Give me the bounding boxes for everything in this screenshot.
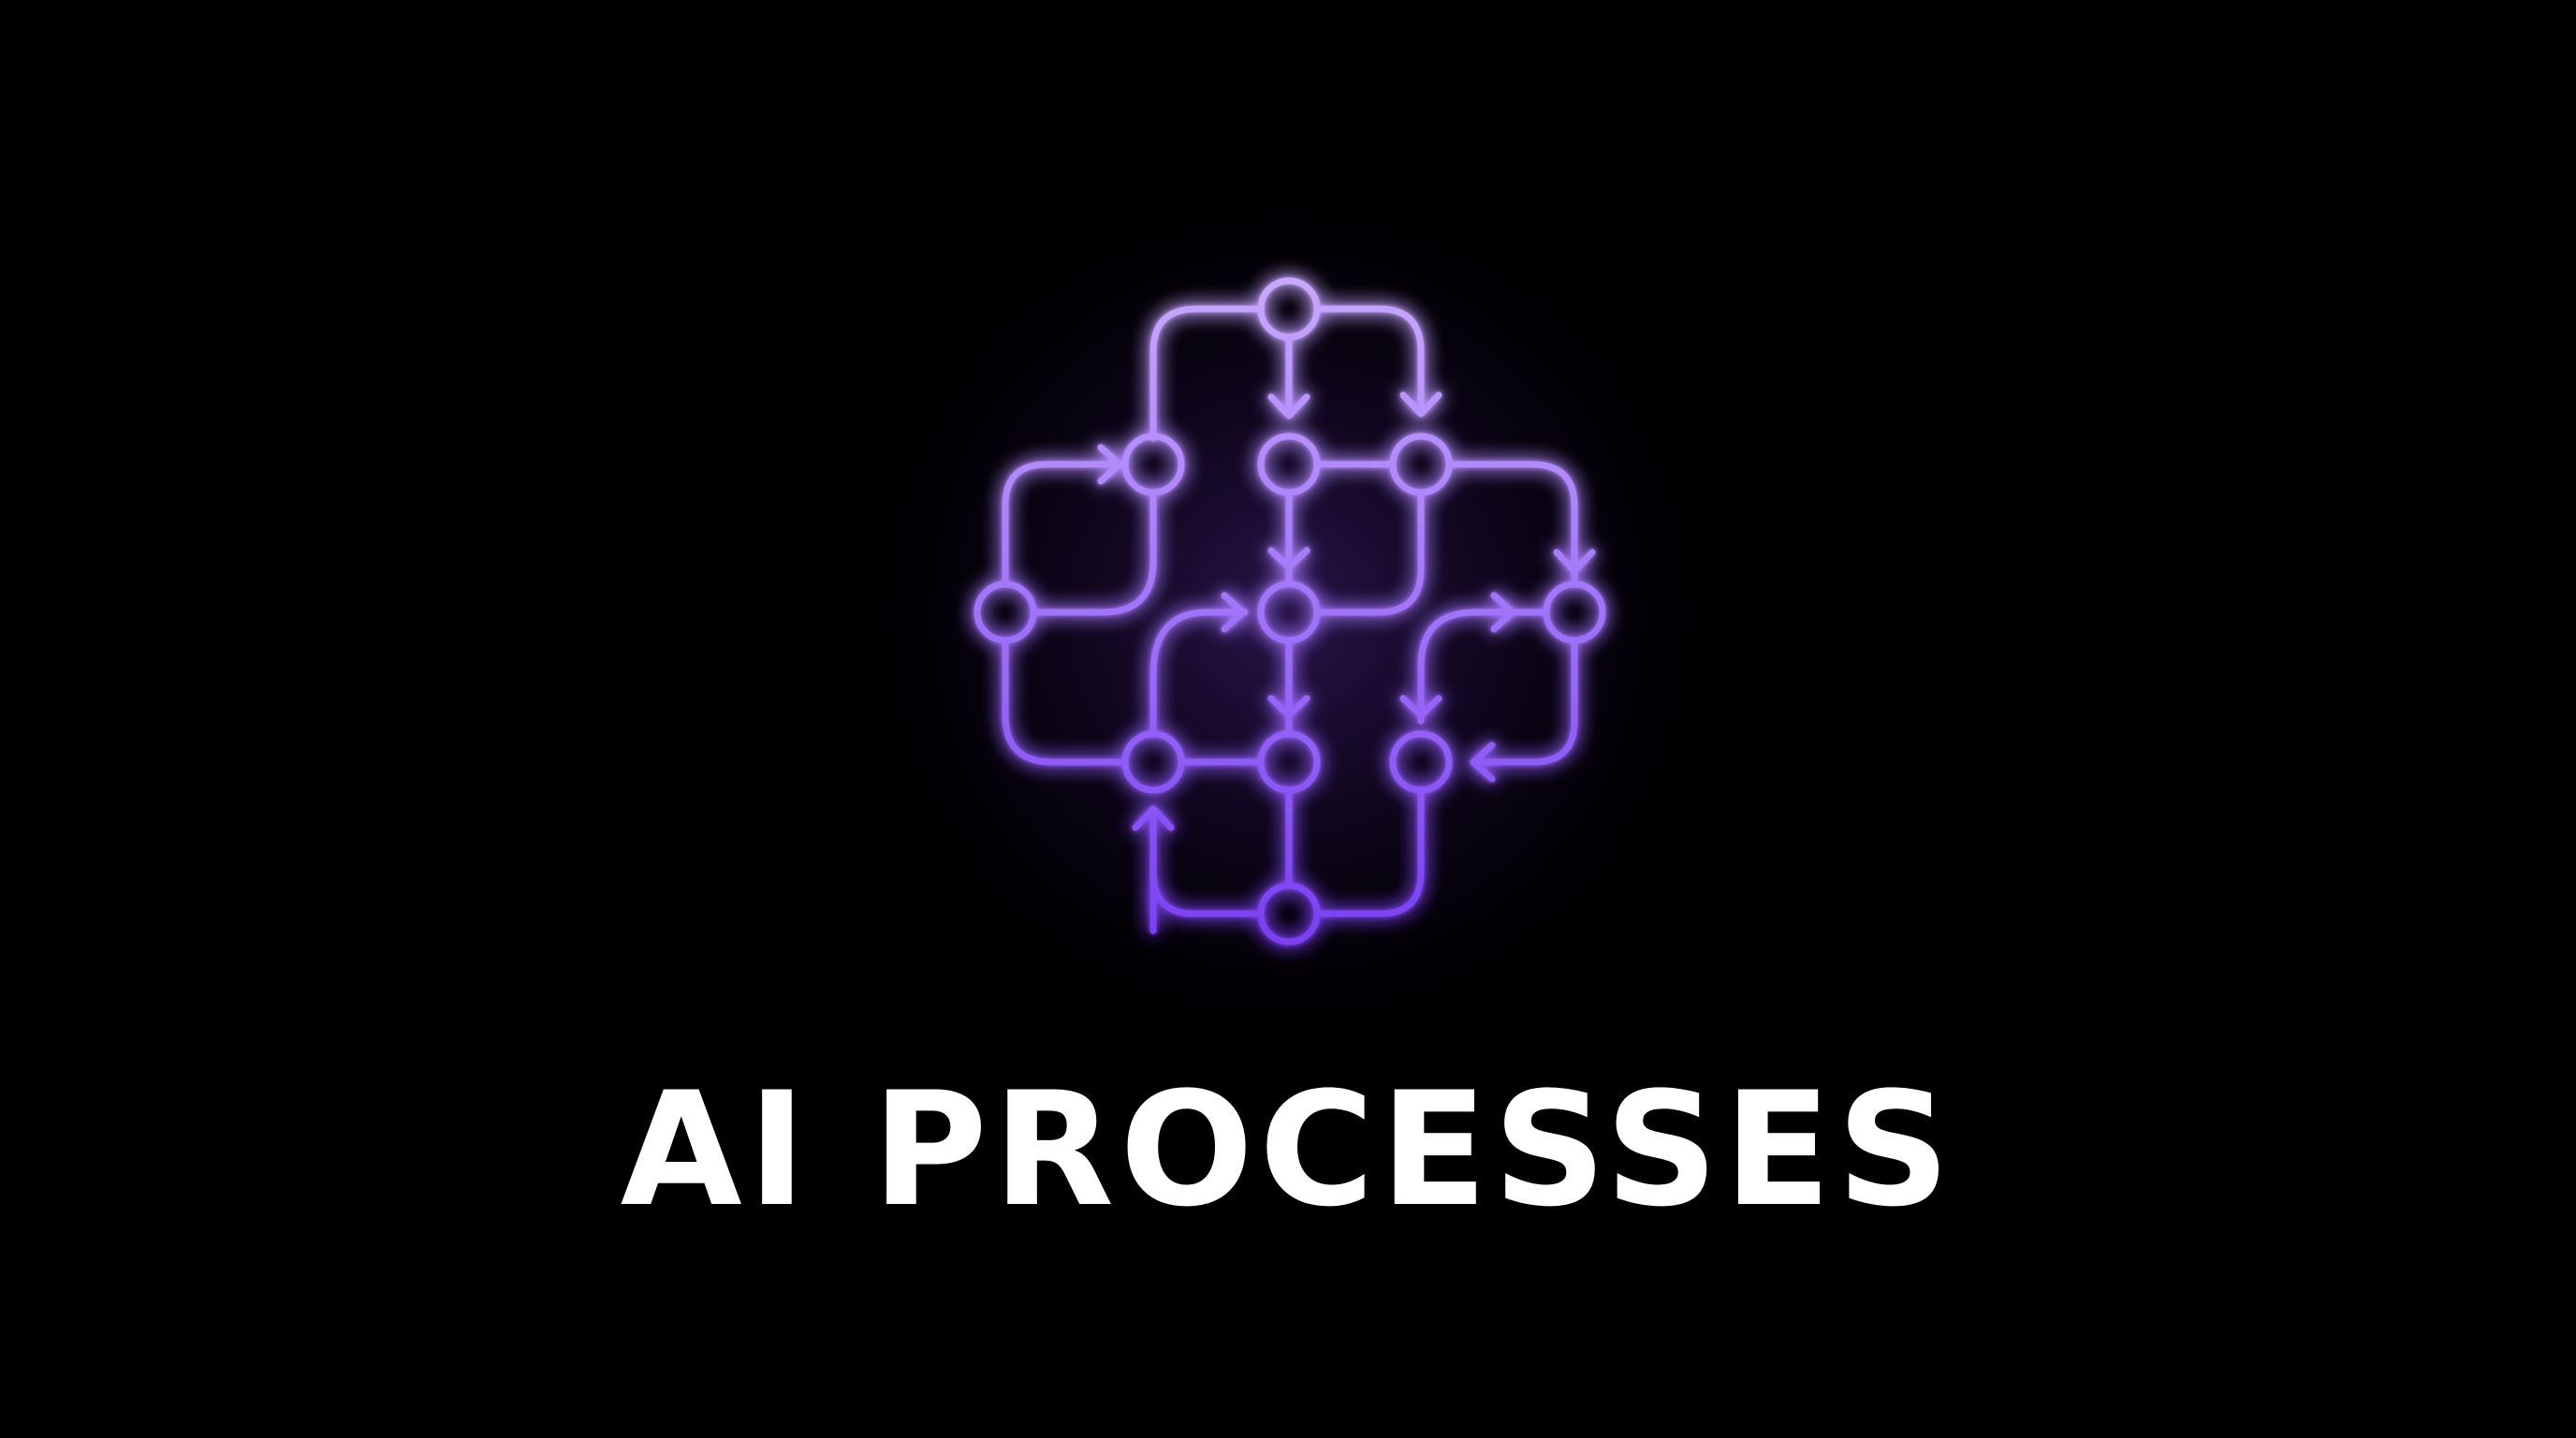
node-center bbox=[1257, 580, 1321, 644]
page-title: AI PROCESSES bbox=[620, 1058, 1956, 1241]
node-upper-center bbox=[1257, 433, 1321, 496]
node-top bbox=[1257, 277, 1321, 341]
node-far-left bbox=[973, 580, 1037, 644]
node-bottom bbox=[1257, 882, 1321, 946]
node-lower-left bbox=[1121, 730, 1185, 794]
node-upper-right bbox=[1389, 433, 1453, 496]
node-upper-left bbox=[1121, 433, 1185, 496]
node-far-right bbox=[1543, 580, 1606, 644]
connection-lines bbox=[1002, 305, 1578, 934]
nodes bbox=[973, 277, 1606, 946]
arrowheads bbox=[1097, 391, 1596, 831]
node-lower-center bbox=[1257, 730, 1321, 794]
node-lower-right bbox=[1389, 730, 1453, 794]
process-network-icon bbox=[973, 277, 1606, 946]
